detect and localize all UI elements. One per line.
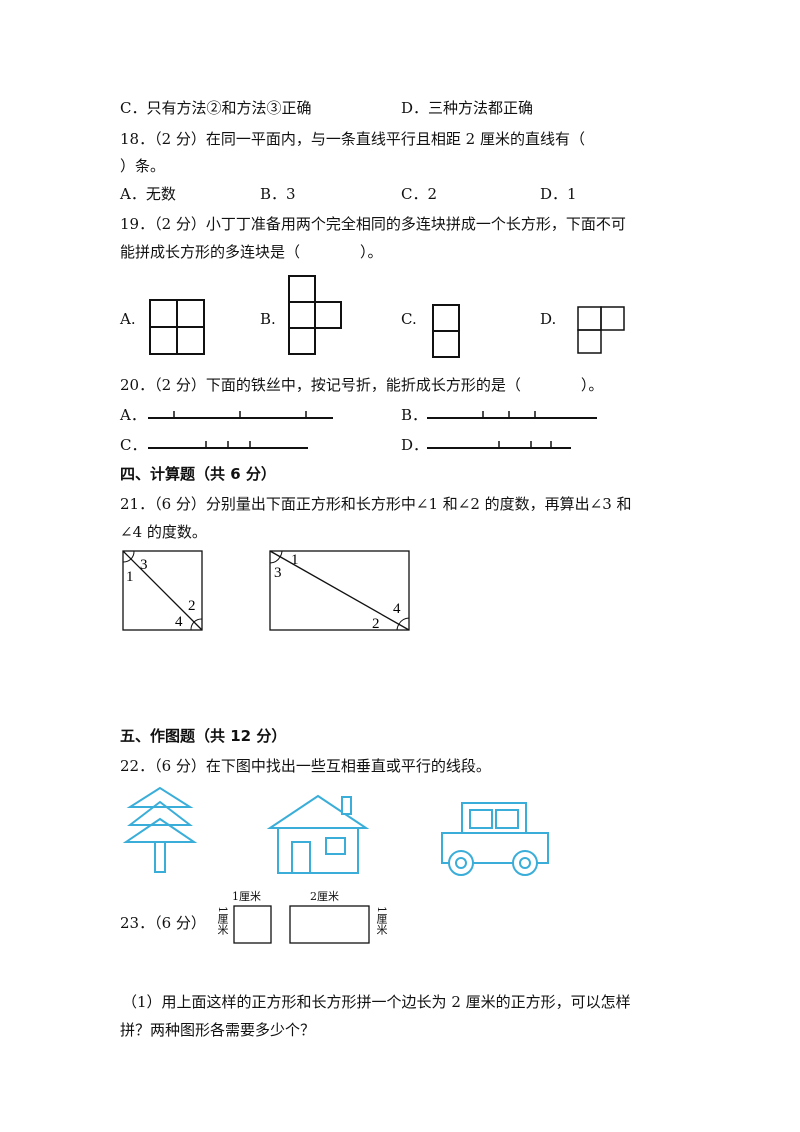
angle-1-label: 1	[126, 569, 134, 585]
rect-top-length: 2厘米	[310, 890, 339, 903]
q17-option-d: D．三种方法都正确	[401, 99, 534, 117]
rectangle-with-diagonal: 1 3 4 2	[269, 550, 410, 632]
rect-angle-2-label: 2	[372, 616, 380, 632]
angle-2-label: 2	[188, 598, 196, 614]
q18-option-c: C．2	[401, 185, 438, 203]
q22-line1: 22．（6 分）在下图中找出一些互相垂直或平行的线段。	[120, 757, 491, 775]
q23-label: 23．（6 分）	[120, 914, 206, 932]
q18-line2: ）条。	[120, 157, 166, 175]
q19-option-c: C.	[401, 310, 417, 328]
angle-3-label: 3	[140, 557, 148, 573]
q18-option-b: B．3	[260, 185, 296, 203]
car-figure	[441, 802, 549, 876]
wire-d	[427, 441, 571, 449]
tree-figure	[122, 786, 198, 873]
rect-angle-4-label: 4	[393, 601, 401, 617]
q18-option-a: A．无数	[120, 185, 176, 203]
q20-option-c: C．	[120, 436, 147, 454]
polyomino-d-figure	[577, 306, 625, 354]
unit-square	[233, 905, 272, 944]
polyomino-c-figure	[432, 304, 460, 358]
wire-c	[148, 441, 308, 449]
square-side-length: 1厘米	[216, 906, 229, 935]
house-figure	[266, 794, 370, 874]
q19-line1: 19．（2 分）小丁丁准备用两个完全相同的多连块拼成一个长方形，下面不可	[120, 215, 626, 233]
polyomino-b-figure	[288, 275, 342, 355]
q21-line1: 21．（6 分）分别量出下面正方形和长方形中∠1 和∠2 的度数，再算出∠3 和	[120, 495, 632, 513]
unit-rectangle	[289, 905, 370, 944]
section-4-title: 四、计算题（共 6 分）	[120, 465, 276, 483]
wire-b	[427, 411, 597, 419]
q23-sub1-line2: 拼？两种图形各需要多少个？	[120, 1021, 316, 1039]
q19-line2: 能拼成长方形的多连块是（ ）。	[120, 243, 383, 261]
polyomino-a-figure	[149, 299, 205, 355]
q20-option-b: B．	[401, 406, 428, 424]
square-with-diagonal: 1 3 2 4	[122, 550, 203, 631]
rect-angle-1-label: 1	[291, 552, 299, 568]
q19-option-a: A.	[120, 310, 136, 328]
q20-option-d: D．	[401, 436, 429, 454]
rect-angle-3-label: 3	[274, 565, 282, 581]
wire-a	[148, 411, 333, 419]
q17-option-c: C．只有方法②和方法③正确	[120, 99, 312, 117]
square-top-length: 1厘米	[232, 890, 261, 903]
q23-sub1-line1: （1）用上面这样的正方形和长方形拼一个边长为 2 厘米的正方形，可以怎样	[122, 993, 631, 1011]
rect-side-length: 1厘米	[375, 906, 388, 935]
q20-line1: 20．（2 分）下面的铁丝中，按记号折，能折成长方形的是（ ）。	[120, 376, 604, 394]
q20-option-a: A．	[120, 406, 146, 424]
section-5-title: 五、作图题（共 12 分）	[120, 727, 287, 745]
q18-option-d: D．1	[540, 185, 577, 203]
angle-4-label: 4	[175, 614, 183, 630]
q21-line2: ∠4 的度数。	[120, 523, 207, 541]
q18-line1: 18．（2 分）在同一平面内，与一条直线平行且相距 2 厘米的直线有（	[120, 130, 585, 148]
q19-option-b: B.	[260, 310, 276, 328]
q19-option-d: D.	[540, 310, 557, 328]
